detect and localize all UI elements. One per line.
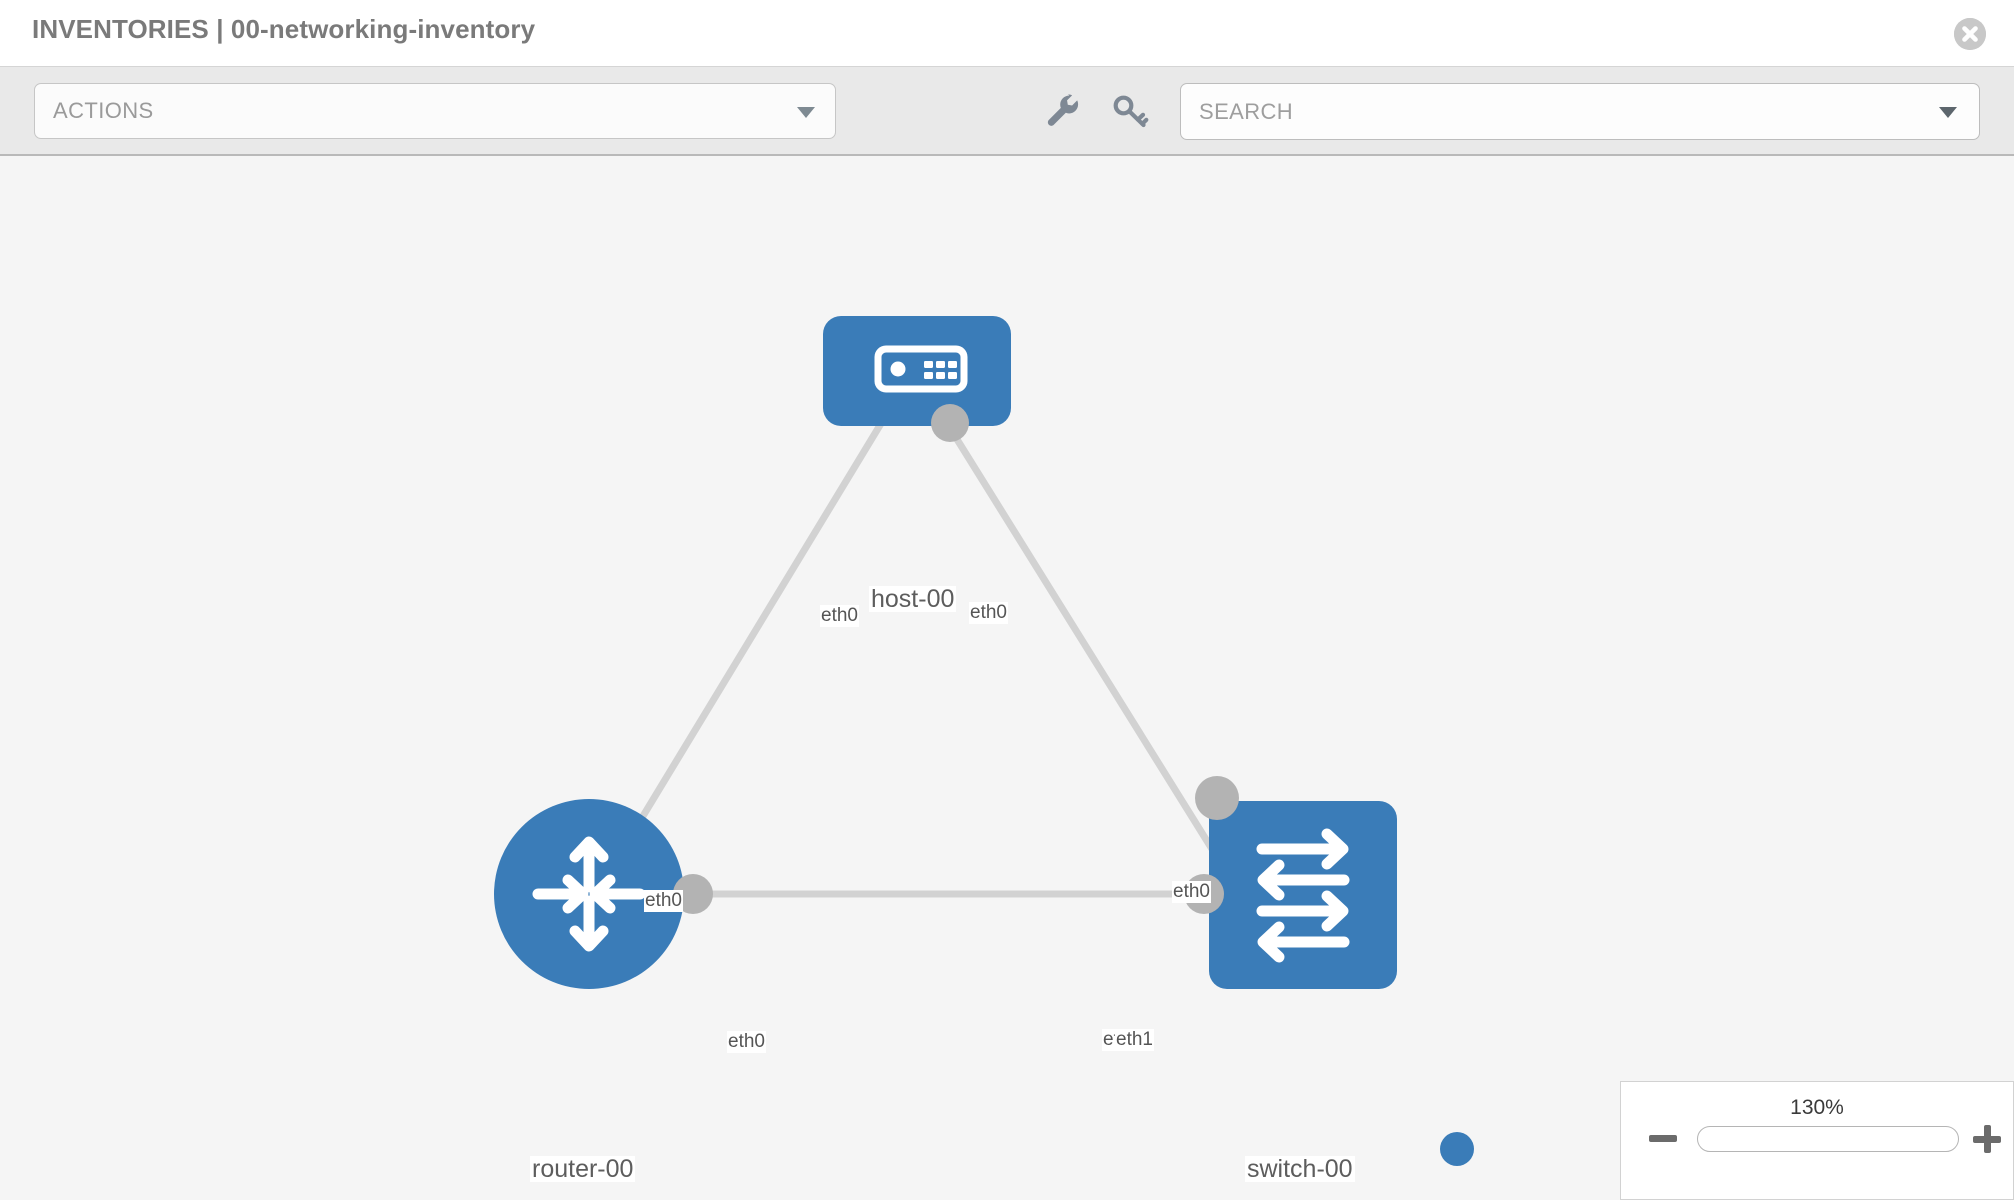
chevron-down-icon[interactable] — [1939, 107, 1957, 118]
topology-node-label-host-00: host-00 — [869, 585, 957, 613]
server-device-icon — [874, 345, 968, 393]
zoom-out-button[interactable] — [1649, 1135, 1677, 1142]
actions-dropdown-label: ACTIONS — [53, 98, 154, 123]
swap-arrows-icon — [1256, 828, 1350, 963]
topology-edge-label-host-left: eth0 — [820, 605, 859, 627]
topology-edge-label-router-right: eth0 — [727, 1031, 766, 1053]
topology-node-host-00[interactable] — [823, 316, 1011, 426]
topology-port-host-00-right[interactable] — [931, 404, 969, 442]
topology-node-switch-00[interactable] — [1209, 801, 1397, 989]
topology-links — [599, 408, 1234, 898]
toolbar: ACTIONS SEARCH — [0, 67, 2014, 156]
topology-edge-label-switch-left-b: eth1 — [1115, 1029, 1154, 1051]
close-icon[interactable] — [1954, 18, 1986, 50]
page-header: INVENTORIES | 00-networking-inventory — [0, 0, 2014, 67]
search-placeholder: SEARCH — [1199, 99, 1294, 124]
zoom-slider-track[interactable] — [1697, 1126, 1959, 1152]
search-input[interactable]: SEARCH — [1180, 83, 1980, 140]
topology-edge-label-router-upper: eth0 — [644, 890, 683, 912]
four-arrows-icon — [532, 836, 646, 952]
zoom-in-button[interactable] — [1973, 1125, 2001, 1153]
zoom-slider-handle[interactable] — [1440, 1132, 1474, 1166]
topology-port-switch-00-top[interactable] — [1195, 776, 1239, 820]
topology-node-label-switch-00: switch-00 — [1245, 1155, 1355, 1183]
wrench-icon[interactable] — [1040, 89, 1084, 133]
topology-canvas[interactable]: host-00 eth0 eth0 — [0, 156, 2014, 1200]
topology-edge-label-host-right: eth0 — [969, 602, 1008, 624]
zoom-control-panel: 130% — [1620, 1081, 2014, 1200]
page-title: INVENTORIES | 00-networking-inventory — [32, 14, 536, 44]
key-icon[interactable] — [1108, 89, 1152, 133]
actions-dropdown[interactable]: ACTIONS — [34, 83, 836, 139]
chevron-down-icon — [797, 107, 815, 118]
topology-node-label-router-00: router-00 — [530, 1155, 636, 1183]
topology-edge-label-switch-upper: eth0 — [1172, 881, 1211, 903]
zoom-level-value: 130% — [1790, 1096, 1844, 1119]
